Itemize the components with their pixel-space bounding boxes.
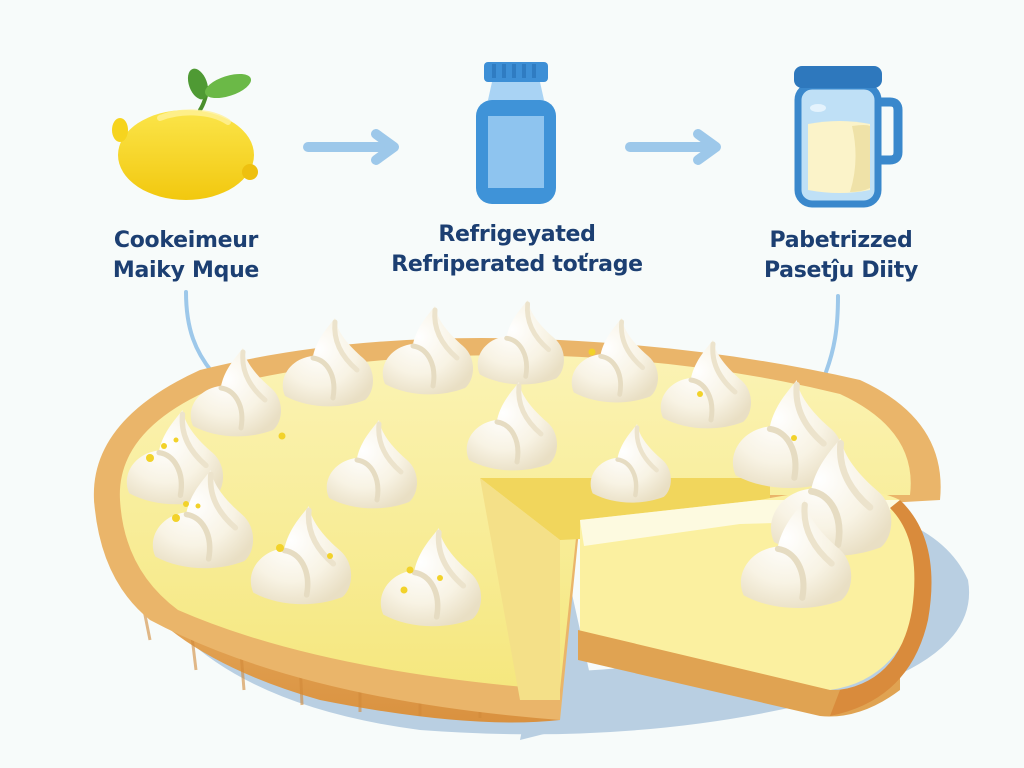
milk-jar-icon	[794, 66, 903, 208]
lemon-icon	[112, 68, 258, 200]
bottle-icon	[476, 62, 556, 204]
step-label-1-line1: Cookeimeur	[113, 228, 259, 253]
step-label-2-line2: Refriperated toťrage	[391, 252, 643, 277]
step-label-3-line2: Pasetĵu Diity	[763, 258, 919, 283]
arrow-right-icon	[303, 129, 399, 165]
lemon-cream-pie-illustration	[93, 300, 970, 740]
step-label-1-line2: Maiky Mque	[112, 258, 260, 283]
step-label-3: Pabetrizzed Pasetĵu Diity	[736, 226, 946, 286]
step-label-2-line1: Refrigeyated	[438, 222, 596, 247]
step-label-2: Refrigeyated Refriperated toťrage	[362, 220, 672, 280]
step-label-3-line1: Pabetrizzed	[769, 228, 913, 253]
connector-right	[824, 294, 840, 374]
connector-left	[184, 290, 214, 374]
step-label-1: Cookeimeur Maiky Mque	[86, 226, 286, 286]
arrow-right-icon	[625, 129, 721, 165]
